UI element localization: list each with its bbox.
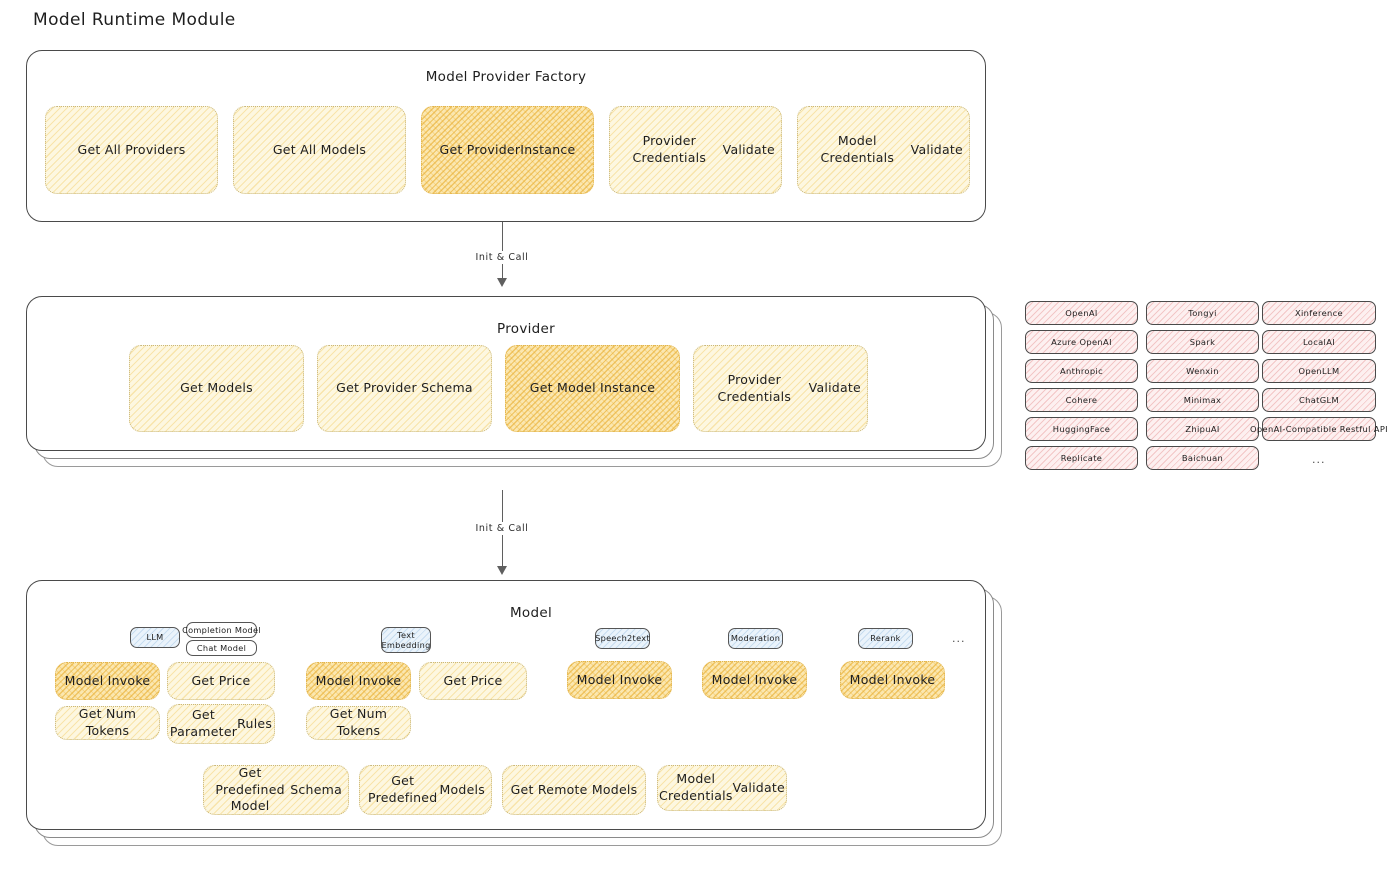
node-label-line: Get Provider Schema	[336, 380, 473, 396]
arrow-label-init-call-2: Init & Call	[471, 522, 533, 535]
node-label-line: Provider Credentials	[632, 133, 707, 165]
provider-chip-cohere[interactable]: Cohere	[1025, 388, 1138, 412]
node-label-line: Get Models	[180, 380, 253, 396]
node-label-line: Model Credentials	[659, 771, 733, 803]
node-label-line: Rules	[237, 715, 273, 731]
model-node-get-price[interactable]: Get Price	[167, 662, 275, 700]
factory-node-get-all-providers[interactable]: Get All Providers	[45, 106, 218, 194]
model-node-get-num-tokens[interactable]: Get Num Tokens	[306, 706, 411, 740]
provider-node-get-models[interactable]: Get Models	[129, 345, 304, 432]
provider-chip-zhipuai[interactable]: ZhipuAI	[1146, 417, 1259, 441]
factory-node-model-credentials-validate[interactable]: Model Credentials Validate	[797, 106, 970, 194]
node-label-line: Model Invoke	[315, 672, 402, 688]
node-label-line: Get Predefined	[368, 773, 438, 805]
provider-chip-openai-compatible-restful-api[interactable]: OpenAI-Compatible Restful API	[1250, 417, 1388, 441]
provider-chip-xinference[interactable]: Xinference	[1262, 301, 1376, 325]
node-label-line: Provider Credentials	[717, 371, 792, 404]
node-label-line: Models	[439, 781, 485, 797]
node-label-line: Validate	[732, 779, 785, 795]
model-node-get-predefined-model-schema[interactable]: Get Predefined Model Schema	[203, 765, 349, 815]
model-node-model-invoke[interactable]: Model Invoke	[840, 661, 945, 699]
node-label-line: Validate	[722, 141, 775, 157]
model-type-badge-rerank[interactable]: Rerank	[858, 628, 913, 649]
node-label-line: Get Num Tokens	[78, 706, 137, 738]
provider-chip-tongyi[interactable]: Tongyi	[1146, 301, 1259, 325]
provider-list-ellipsis: ...	[1312, 453, 1326, 466]
provider-chip-azure-openai[interactable]: Azure OpenAI	[1025, 330, 1138, 354]
model-node-get-num-tokens[interactable]: Get Num Tokens	[55, 706, 160, 740]
node-label-line: Get Model Instance	[529, 380, 656, 396]
model-type-badge-llm[interactable]: LLM	[130, 627, 180, 648]
provider-chip-replicate[interactable]: Replicate	[1025, 446, 1138, 470]
node-label-line: Get All Models	[272, 141, 367, 157]
provider-chip-anthropic[interactable]: Anthropic	[1025, 359, 1138, 383]
provider-chip-wenxin[interactable]: Wenxin	[1146, 359, 1259, 383]
provider-chip-baichuan[interactable]: Baichuan	[1146, 446, 1259, 470]
node-label-line: Model Invoke	[576, 671, 663, 687]
provider-node-provider-credentials-validate[interactable]: Provider Credentials Validate	[693, 345, 868, 432]
arrow-head	[497, 278, 507, 287]
node-label-line: Get Provider	[439, 141, 521, 157]
node-label-line: Model Invoke	[64, 672, 151, 688]
node-label-line: Get Num Tokens	[329, 706, 388, 738]
provider-chip-huggingface[interactable]: HuggingFace	[1025, 417, 1138, 441]
model-node-model-invoke[interactable]: Model Invoke	[55, 662, 160, 700]
node-label-line: Get Remote Models	[510, 781, 638, 797]
model-node-get-price[interactable]: Get Price	[419, 662, 527, 700]
provider-chip-chatglm[interactable]: ChatGLM	[1262, 388, 1376, 412]
node-label-line: Get Price	[191, 672, 251, 688]
model-type-badge-chat-model[interactable]: Chat Model	[186, 640, 257, 656]
node-label-line: Model Invoke	[711, 671, 798, 687]
page-title: Model Runtime Module	[33, 10, 236, 30]
model-node-get-remote-models[interactable]: Get Remote Models	[502, 765, 646, 815]
node-label-line: Instance	[520, 141, 576, 157]
model-type-ellipsis: ...	[952, 632, 966, 645]
arrow-head	[497, 566, 507, 575]
model-type-badge-moderation[interactable]: Moderation	[728, 628, 783, 649]
provider-chip-minimax[interactable]: Minimax	[1146, 388, 1259, 412]
model-type-badge-completion-model[interactable]: Completion Model	[182, 622, 261, 638]
provider-node-get-provider-schema[interactable]: Get Provider Schema	[317, 345, 492, 432]
node-label-line: Schema	[290, 781, 342, 797]
provider-chip-openllm[interactable]: OpenLLM	[1262, 359, 1376, 383]
arrow-label-init-call-1: Init & Call	[471, 251, 533, 264]
model-node-model-invoke[interactable]: Model Invoke	[306, 662, 411, 700]
node-label-line: Get All Providers	[77, 141, 186, 157]
model-node-model-invoke[interactable]: Model Invoke	[702, 661, 807, 699]
node-label-line: Validate	[910, 141, 963, 157]
node-label-line: Get Parameter	[169, 707, 238, 739]
factory-node-provider-credentials-validate[interactable]: Provider Credentials Validate	[609, 106, 782, 194]
factory-node-get-all-models[interactable]: Get All Models	[233, 106, 406, 194]
node-label-line: Get Predefined Model	[215, 764, 285, 814]
model-type-badge-speech2text[interactable]: Speech2text	[595, 628, 650, 649]
node-label-line: Validate	[808, 380, 861, 396]
provider-chip-openai[interactable]: OpenAI	[1025, 301, 1138, 325]
node-label-line: Model Credentials	[820, 133, 895, 165]
node-label-line: Model Invoke	[849, 671, 936, 687]
provider-node-get-model-instance[interactable]: Get Model Instance	[505, 345, 680, 432]
model-type-badge-text-embedding[interactable]: Text Embedding	[381, 627, 431, 653]
model-node-model-invoke[interactable]: Model Invoke	[567, 661, 672, 699]
node-label-line: Get Price	[443, 672, 503, 688]
provider-chip-localai[interactable]: LocalAI	[1262, 330, 1376, 354]
provider-chip-spark[interactable]: Spark	[1146, 330, 1259, 354]
